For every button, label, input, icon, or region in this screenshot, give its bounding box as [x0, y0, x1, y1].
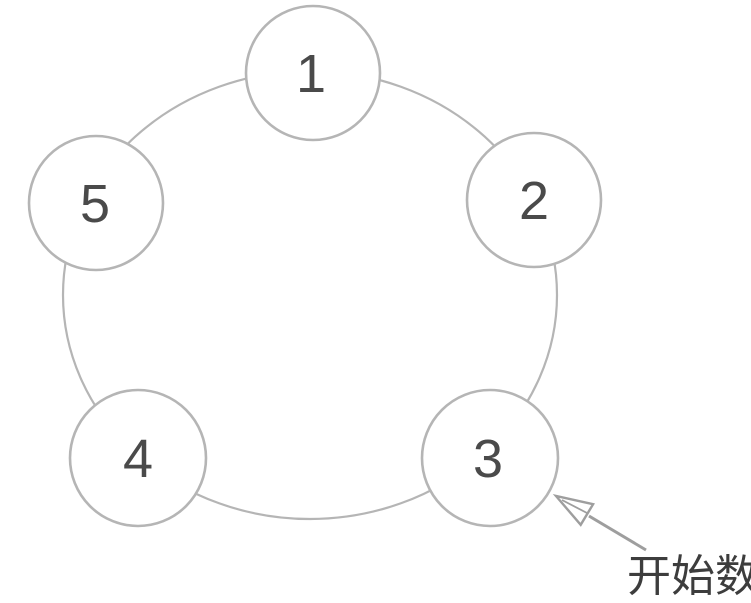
node-4-circle [68, 388, 208, 528]
node-5-label: 5 [80, 174, 110, 234]
node-2-label: 2 [519, 171, 549, 231]
node-1-label: 1 [296, 44, 326, 104]
node-3-label: 3 [473, 429, 503, 489]
start-arrow-shaft [588, 514, 647, 552]
start-arrow-head-icon [552, 494, 595, 527]
annotation-label: 开始数 [627, 552, 751, 601]
node-1: 1 [244, 4, 382, 142]
node-4-label: 4 [123, 429, 153, 489]
node-2: 2 [465, 131, 603, 269]
node-5: 5 [27, 134, 165, 272]
node-3-circle [420, 388, 560, 528]
node-5-circle [27, 134, 165, 272]
node-3: 3 [420, 388, 560, 528]
start-arrow [552, 494, 647, 552]
node-4: 4 [68, 388, 208, 528]
node-1-circle [244, 4, 382, 142]
start-arrow-crease [561, 499, 588, 514]
node-2-circle [465, 131, 603, 269]
